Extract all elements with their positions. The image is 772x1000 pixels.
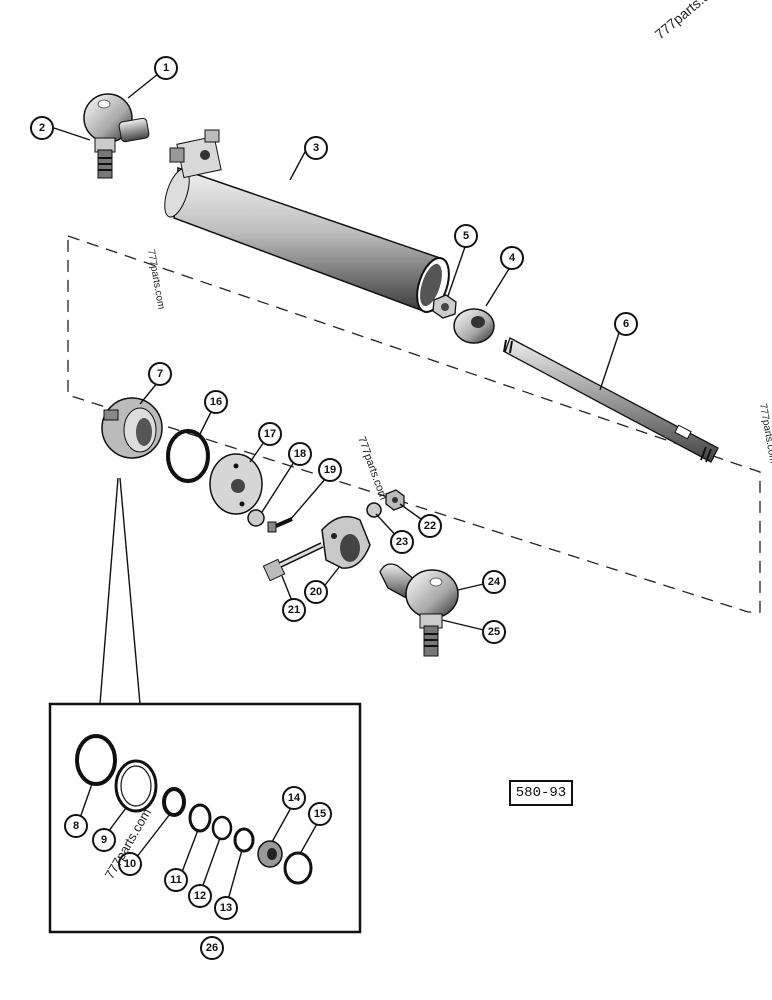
backup-ring-9 <box>114 759 158 813</box>
figure-code-label: 580-93 <box>509 780 573 806</box>
watermark-left: 777parts.com <box>145 249 166 311</box>
washer-small <box>366 502 382 518</box>
callout-21: 21 <box>282 598 306 622</box>
callout-22: 22 <box>418 514 442 538</box>
seal-10 <box>162 787 186 817</box>
callout-4: 4 <box>500 246 524 270</box>
gland <box>101 397 163 459</box>
svg-text:2: 2 <box>39 122 45 134</box>
ball-joint-end-lower <box>379 563 459 657</box>
svg-text:20: 20 <box>310 586 322 598</box>
ring-12 <box>211 815 233 841</box>
watermark-top-right: 777parts.com <box>652 0 727 42</box>
svg-text:26: 26 <box>206 942 218 954</box>
svg-text:19: 19 <box>324 464 336 476</box>
piston <box>453 308 495 344</box>
svg-text:12: 12 <box>194 890 206 902</box>
retainer-plate <box>209 453 263 515</box>
snap-ring <box>166 429 210 483</box>
leader-lines <box>53 73 621 901</box>
seal-11 <box>188 803 212 833</box>
callout-5: 5 <box>454 224 478 248</box>
callout-14: 14 <box>282 786 306 810</box>
callout-12: 12 <box>188 884 212 908</box>
callout-3: 3 <box>304 136 328 160</box>
callout-7: 7 <box>148 362 172 386</box>
lock-washer <box>247 509 265 527</box>
svg-text:3: 3 <box>313 142 319 154</box>
callout-13: 13 <box>214 896 238 920</box>
svg-text:8: 8 <box>73 820 79 832</box>
svg-text:5: 5 <box>463 230 469 242</box>
svg-text:17: 17 <box>264 428 276 440</box>
kit-leader-left <box>99 477 119 705</box>
svg-text:4: 4 <box>509 252 516 264</box>
svg-text:22: 22 <box>424 520 436 532</box>
watermark-center: 777parts.com <box>355 435 389 502</box>
svg-text:13: 13 <box>220 902 232 914</box>
bolt-large <box>262 542 324 582</box>
callout-15: 15 <box>308 802 332 826</box>
clamp <box>321 515 371 569</box>
seal-kit-box <box>48 702 362 934</box>
wiper-14 <box>257 840 283 868</box>
svg-text:11: 11 <box>170 874 182 886</box>
callout-16: 16 <box>204 390 228 414</box>
svg-text:6: 6 <box>623 318 629 330</box>
cylinder-tube <box>164 129 450 313</box>
callout-17: 17 <box>258 422 282 446</box>
callout-1: 1 <box>154 56 178 80</box>
svg-text:23: 23 <box>396 536 408 548</box>
callout-10: 10 <box>118 852 142 876</box>
hex-nut <box>385 489 405 511</box>
piston-rod <box>503 337 719 463</box>
svg-text:14: 14 <box>288 792 301 804</box>
callout-18: 18 <box>288 442 312 466</box>
callout-23: 23 <box>390 530 414 554</box>
backup-ring-9-inner <box>120 765 152 807</box>
ball-joint-end-upper <box>83 93 150 179</box>
svg-text:15: 15 <box>314 808 326 820</box>
callout-9: 9 <box>92 828 116 852</box>
svg-text:16: 16 <box>210 396 222 408</box>
svg-text:1: 1 <box>163 62 169 74</box>
svg-text:21: 21 <box>288 604 300 616</box>
o-ring-8 <box>75 734 117 786</box>
snap-ring-15 <box>283 851 313 885</box>
callout-24: 24 <box>482 570 506 594</box>
callout-8: 8 <box>64 814 88 838</box>
svg-text:10: 10 <box>124 858 136 870</box>
callout-2: 2 <box>30 116 54 140</box>
cap-screw-small <box>267 517 293 533</box>
assembly-boundary-dashed <box>67 235 761 613</box>
nut-small <box>432 294 457 319</box>
svg-text:24: 24 <box>488 576 501 588</box>
callout-26: 26 <box>200 936 224 960</box>
ring-13 <box>233 827 255 853</box>
callout-19: 19 <box>318 458 342 482</box>
callout-25: 25 <box>482 620 506 644</box>
kit-leader-right <box>119 477 141 705</box>
svg-text:9: 9 <box>101 834 107 846</box>
svg-text:18: 18 <box>294 448 306 460</box>
svg-text:25: 25 <box>488 626 500 638</box>
watermark-right-edge: 777parts.com <box>757 403 772 465</box>
callout-11: 11 <box>164 868 188 892</box>
callout-6: 6 <box>614 312 638 336</box>
callout-20: 20 <box>304 580 328 604</box>
svg-text:7: 7 <box>157 368 163 380</box>
